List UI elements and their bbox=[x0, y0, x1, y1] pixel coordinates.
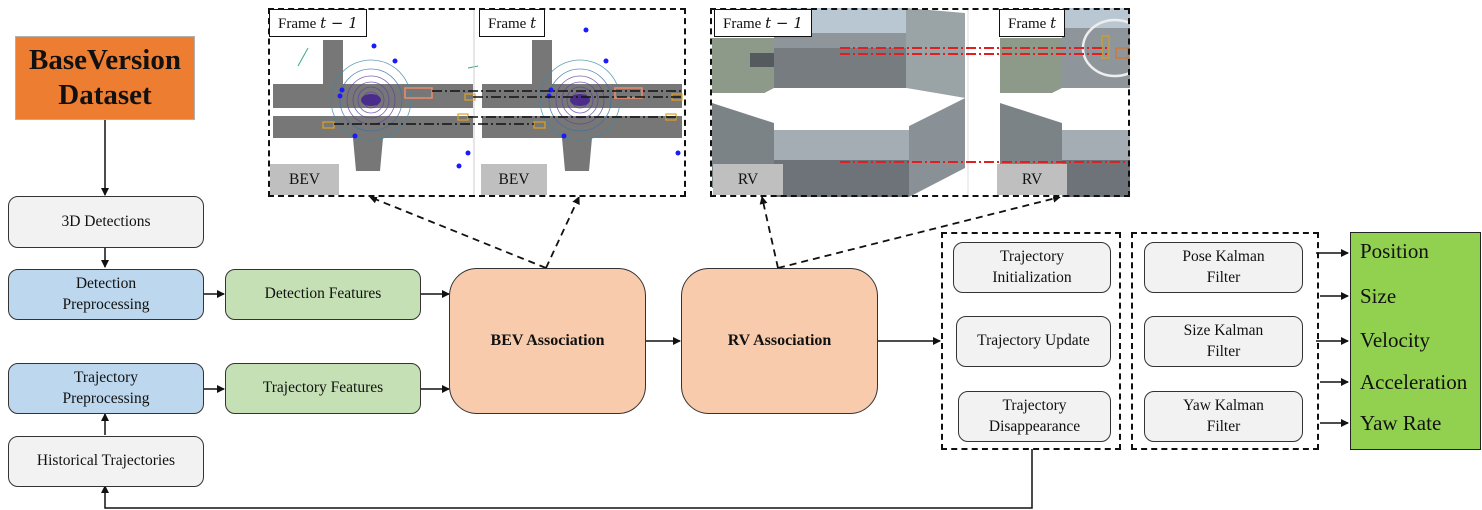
bev-frame-curr-prefix: Frame bbox=[488, 16, 531, 32]
bev-frame-curr-label: Frame t bbox=[479, 9, 546, 37]
trajectory-preprocessing-box: Trajectory Preprocessing bbox=[8, 363, 204, 414]
output-size: Size bbox=[1360, 284, 1397, 308]
trajectory-features-box: Trajectory Features bbox=[225, 363, 421, 414]
rv-tag-prev: RV bbox=[713, 164, 783, 195]
detection-preprocessing-line1: Detection bbox=[75, 274, 137, 292]
yaw-kalman-line2: Filter bbox=[1206, 417, 1241, 435]
trajectory-preprocessing-line1: Trajectory bbox=[74, 368, 138, 386]
size-kalman-filter-box: Size Kalman Filter bbox=[1144, 316, 1303, 367]
dataset-title-line2: Dataset bbox=[58, 79, 152, 111]
rv-frame-prev-prefix: Frame bbox=[723, 16, 766, 32]
bev-association-lines bbox=[334, 90, 682, 125]
dashed-arrow-bev-to-frame-curr bbox=[545, 196, 580, 269]
bev-frame-curr-scene bbox=[482, 27, 683, 171]
rv-association-box: RV Association bbox=[681, 268, 878, 414]
yaw-kalman-line1: Yaw Kalman bbox=[1183, 396, 1264, 414]
trajectory-initialization-line2: Initialization bbox=[992, 268, 1072, 286]
detection-preprocessing-line2: Preprocessing bbox=[62, 295, 150, 313]
bev-tag-prev: BEV bbox=[270, 164, 339, 195]
rv-frame-curr-var: t bbox=[1050, 14, 1057, 32]
bev-association-label: BEV Association bbox=[490, 332, 605, 350]
bev-frame-prev-scene bbox=[273, 40, 479, 171]
size-kalman-line1: Size Kalman bbox=[1183, 321, 1264, 339]
detections-3d-box: 3D Detections bbox=[8, 196, 204, 248]
trajectory-features-label: Trajectory Features bbox=[262, 379, 384, 397]
feedback-loop-line bbox=[101, 449, 1033, 509]
bev-frame-prev-prefix: Frame bbox=[278, 16, 321, 32]
dashed-arrow-rv-to-frame-curr bbox=[777, 194, 1061, 269]
trajectory-disappearance-line1: Trajectory bbox=[1002, 396, 1067, 414]
bev-association-box: BEV Association bbox=[449, 268, 646, 414]
bev-tag-curr: BEV bbox=[481, 164, 547, 195]
pose-kalman-line2: Filter bbox=[1206, 268, 1241, 286]
bev-frame-prev-label: Frame t − 1 bbox=[269, 9, 367, 37]
outputs-block: Position Size Velocity Acceleration Yaw … bbox=[1350, 232, 1481, 450]
trajectory-management-group bbox=[941, 232, 1121, 450]
rv-frame-curr-label: Frame t bbox=[999, 9, 1066, 37]
kalman-filter-group bbox=[1131, 232, 1319, 450]
pose-kalman-filter-box: Pose Kalman Filter bbox=[1144, 242, 1303, 293]
bev-panel-border bbox=[268, 8, 686, 197]
historical-trajectories-box: Historical Trajectories bbox=[8, 436, 204, 487]
yaw-kalman-filter-box: Yaw Kalman Filter bbox=[1144, 391, 1303, 442]
rv-panel-border bbox=[710, 8, 1130, 197]
rv-frame-curr-prefix: Frame bbox=[1008, 16, 1051, 32]
dashed-arrow-rv-to-frame-prev bbox=[759, 196, 779, 269]
dataset-block: BaseVersion Dataset bbox=[15, 36, 195, 120]
bev-frame-prev-var: t − 1 bbox=[320, 14, 358, 32]
output-acceleration: Acceleration bbox=[1360, 370, 1468, 394]
bev-panel: Frame t − 1 Frame t BEV BEV bbox=[268, 8, 686, 197]
detection-features-box: Detection Features bbox=[225, 269, 421, 320]
rv-association-label: RV Association bbox=[727, 332, 832, 350]
output-velocity: Velocity bbox=[1360, 328, 1430, 352]
dataset-title-line1: BaseVersion bbox=[29, 43, 181, 76]
trajectory-initialization-line1: Trajectory bbox=[1000, 247, 1064, 265]
trajectory-update-box: Trajectory Update bbox=[956, 316, 1111, 367]
trajectory-disappearance-line2: Disappearance bbox=[988, 417, 1081, 435]
trajectory-initialization-box: Trajectory Initialization bbox=[953, 242, 1111, 293]
detection-features-label: Detection Features bbox=[264, 285, 382, 303]
trajectory-preprocessing-line2: Preprocessing bbox=[62, 389, 150, 407]
rv-association-lines bbox=[840, 47, 1130, 163]
pose-kalman-line1: Pose Kalman bbox=[1182, 247, 1265, 265]
dashed-arrow-bev-to-frame-prev bbox=[369, 195, 547, 269]
detections-3d-label: 3D Detections bbox=[61, 212, 151, 230]
rv-tag-curr: RV bbox=[997, 164, 1067, 195]
historical-trajectories-label: Historical Trajectories bbox=[36, 452, 176, 470]
rv-panel: Frame t − 1 Frame t RV RV bbox=[710, 8, 1130, 197]
detection-preprocessing-box: Detection Preprocessing bbox=[8, 269, 204, 320]
size-kalman-line2: Filter bbox=[1206, 342, 1241, 360]
trajectory-disappearance-box: Trajectory Disappearance bbox=[958, 391, 1111, 442]
bev-frame-curr-var: t bbox=[530, 14, 537, 32]
trajectory-update-label: Trajectory Update bbox=[977, 332, 1090, 350]
output-yaw-rate: Yaw Rate bbox=[1360, 411, 1442, 435]
rv-frame-prev-var: t − 1 bbox=[765, 14, 803, 32]
output-position: Position bbox=[1360, 239, 1429, 263]
rv-frame-prev-label: Frame t − 1 bbox=[714, 9, 812, 37]
